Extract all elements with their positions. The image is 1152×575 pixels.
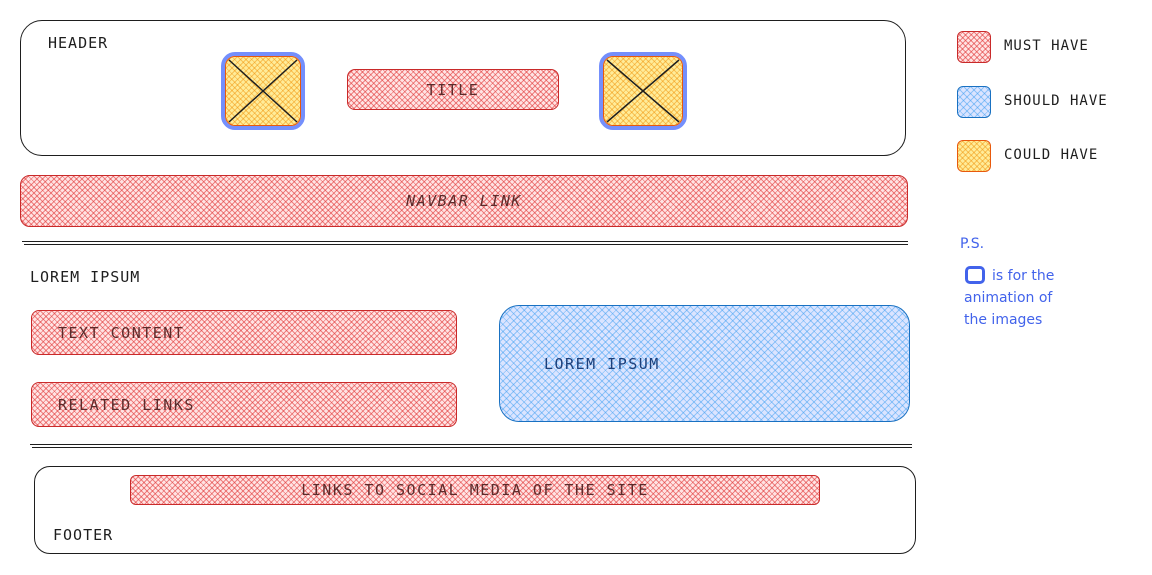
related-links-box: RELATED LINKS — [31, 382, 457, 427]
side-content-box: LOREM IPSUM — [499, 305, 910, 422]
image-placeholder-icon — [227, 58, 298, 123]
text-content-label: TEXT CONTENT — [58, 323, 185, 342]
divider-top — [22, 241, 908, 242]
legend-swatch-could — [957, 140, 991, 172]
navbar-label: NAVBAR LINK — [406, 192, 522, 210]
legend-label-could: COULD HAVE — [1004, 147, 1099, 163]
note-line-1: is for the — [992, 268, 1055, 284]
social-links-label: LINKS TO SOCIAL MEDIA OF THE SITE — [301, 481, 649, 499]
footer-label: FOOTER — [53, 526, 114, 544]
divider-bottom-shadow — [32, 447, 912, 448]
image-placeholder-right — [603, 56, 683, 126]
text-content-box: TEXT CONTENT — [31, 310, 457, 355]
image-animation-frame-right — [599, 52, 687, 130]
related-links-label: RELATED LINKS — [58, 395, 195, 414]
animation-frame-icon — [965, 266, 985, 284]
side-content-label: LOREM IPSUM — [544, 354, 660, 373]
social-links-box: LINKS TO SOCIAL MEDIA OF THE SITE — [130, 475, 820, 505]
title-box: TITLE — [347, 69, 559, 110]
image-placeholder-icon — [606, 58, 679, 123]
header-label: HEADER — [48, 34, 109, 52]
note-line-2: animation of — [964, 290, 1053, 306]
footer-container — [34, 466, 916, 554]
title-label: TITLE — [426, 80, 480, 99]
divider-top-shadow — [24, 244, 908, 245]
note-ps: P.S. — [960, 236, 985, 252]
image-animation-frame-left — [221, 52, 305, 130]
note-line-3: the images — [964, 312, 1043, 328]
legend-label-must: MUST HAVE — [1004, 38, 1089, 54]
divider-bottom — [30, 444, 912, 445]
legend-swatch-should — [957, 86, 991, 118]
legend-swatch-must — [957, 31, 991, 63]
header-container — [20, 20, 906, 156]
legend-label-should: SHOULD HAVE — [1004, 93, 1108, 109]
navbar-box: NAVBAR LINK — [20, 175, 908, 227]
main-heading: LOREM IPSUM — [30, 268, 141, 286]
image-placeholder-left — [225, 56, 301, 126]
